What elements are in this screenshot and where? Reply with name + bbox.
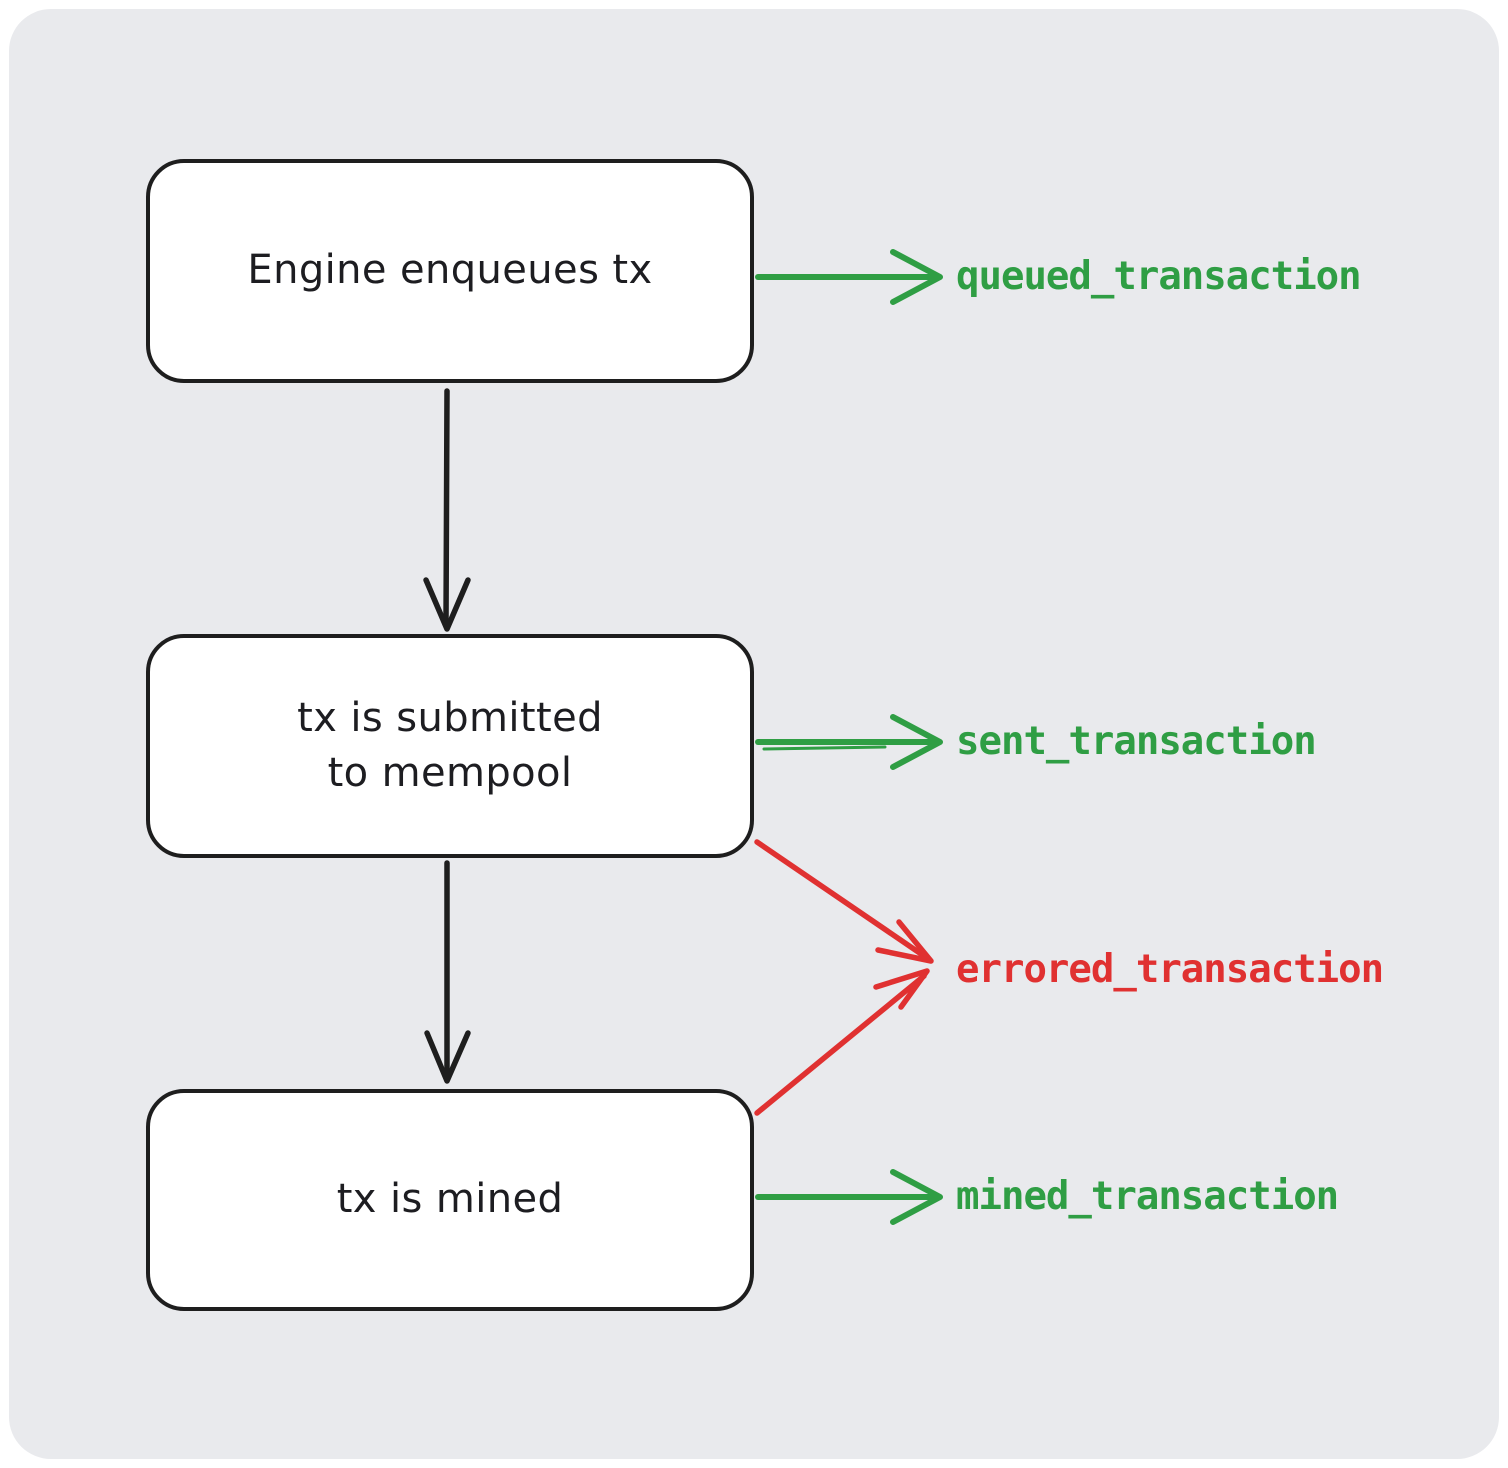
node-label: Engine enqueues tx xyxy=(247,247,653,294)
node-tx-is-mined: tx is mined xyxy=(146,1089,754,1311)
node-label-line: to mempool xyxy=(327,750,573,796)
node-tx-submitted-to-mempool: tx is submitted to mempool xyxy=(146,634,754,858)
event-label-queued-transaction: queued_transaction xyxy=(956,254,1362,299)
event-label-sent-transaction: sent_transaction xyxy=(956,719,1317,764)
event-label-errored-transaction: errored_transaction xyxy=(956,947,1384,992)
node-label: tx is mined xyxy=(336,1176,564,1223)
event-label-mined-transaction: mined_transaction xyxy=(956,1174,1339,1219)
node-label-line: tx is submitted xyxy=(297,694,603,741)
node-engine-enqueues-tx: Engine enqueues tx xyxy=(146,159,754,383)
